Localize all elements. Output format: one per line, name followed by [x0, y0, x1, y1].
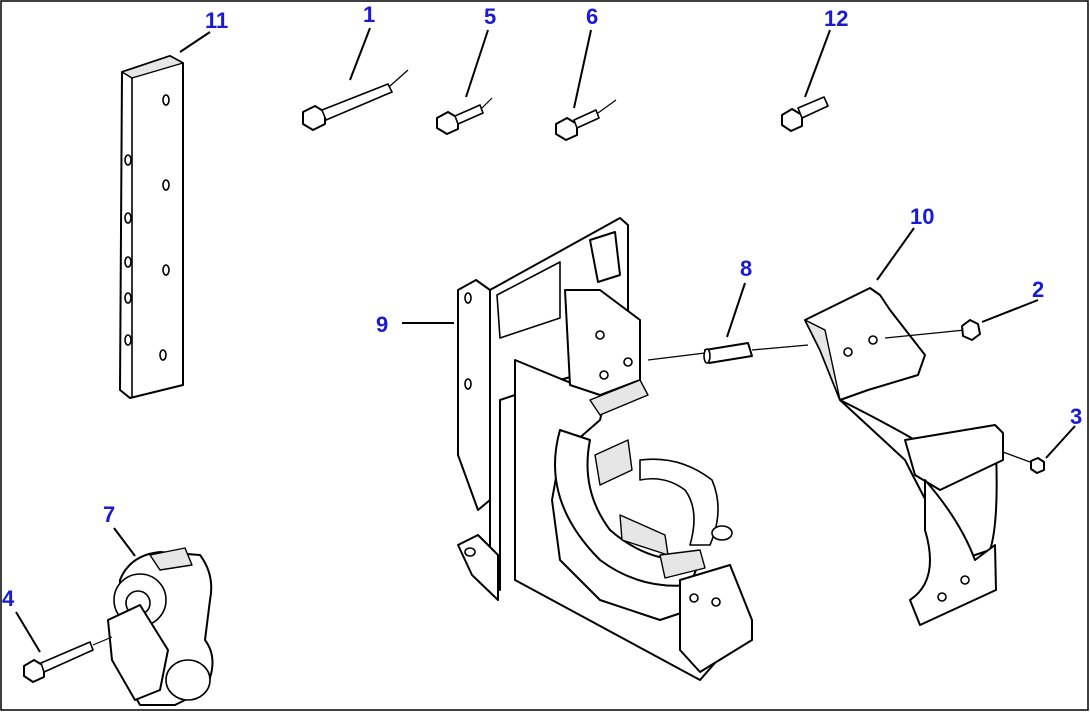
part-3-nut — [1030, 457, 1045, 474]
part-6-bolt — [555, 99, 617, 141]
leader-lines — [15, 27, 1076, 653]
leader-6 — [573, 29, 592, 109]
leader-10 — [876, 227, 915, 281]
leader-4 — [15, 611, 41, 653]
callout-2: 2 — [1032, 277, 1044, 302]
callout-3: 3 — [1070, 404, 1082, 429]
callout-6: 6 — [586, 4, 598, 29]
callout-8: 8 — [740, 256, 752, 281]
part-2-nut — [961, 319, 981, 341]
callout-12: 12 — [824, 6, 848, 31]
part-9-bracket — [457, 217, 753, 681]
part-10-clamp — [804, 287, 1031, 626]
part-11-plate — [119, 55, 184, 399]
leader-1 — [349, 27, 371, 81]
part-12-bolt — [781, 96, 829, 132]
callout-labels: 11 1 5 6 12 10 2 3 8 9 7 4 — [2, 2, 1082, 611]
callout-11: 11 — [205, 8, 228, 33]
leader-3 — [1045, 425, 1076, 459]
callout-4: 4 — [2, 586, 15, 611]
leader-8 — [726, 282, 746, 338]
leader-2 — [981, 299, 1039, 323]
leader-12 — [804, 29, 831, 98]
leader-5 — [465, 29, 489, 98]
callout-5: 5 — [484, 4, 496, 29]
leader-7 — [113, 527, 136, 557]
callout-9: 9 — [376, 312, 388, 337]
part-4-bolt — [23, 636, 113, 683]
callout-7: 7 — [103, 502, 115, 527]
callout-10: 10 — [910, 204, 934, 229]
part-1-bolt — [302, 69, 409, 131]
callout-1: 1 — [363, 2, 375, 27]
part-5-bolt — [436, 97, 493, 135]
part-8-pin — [647, 342, 809, 364]
leader-11 — [179, 31, 211, 53]
part-7-tensioner — [107, 547, 214, 706]
